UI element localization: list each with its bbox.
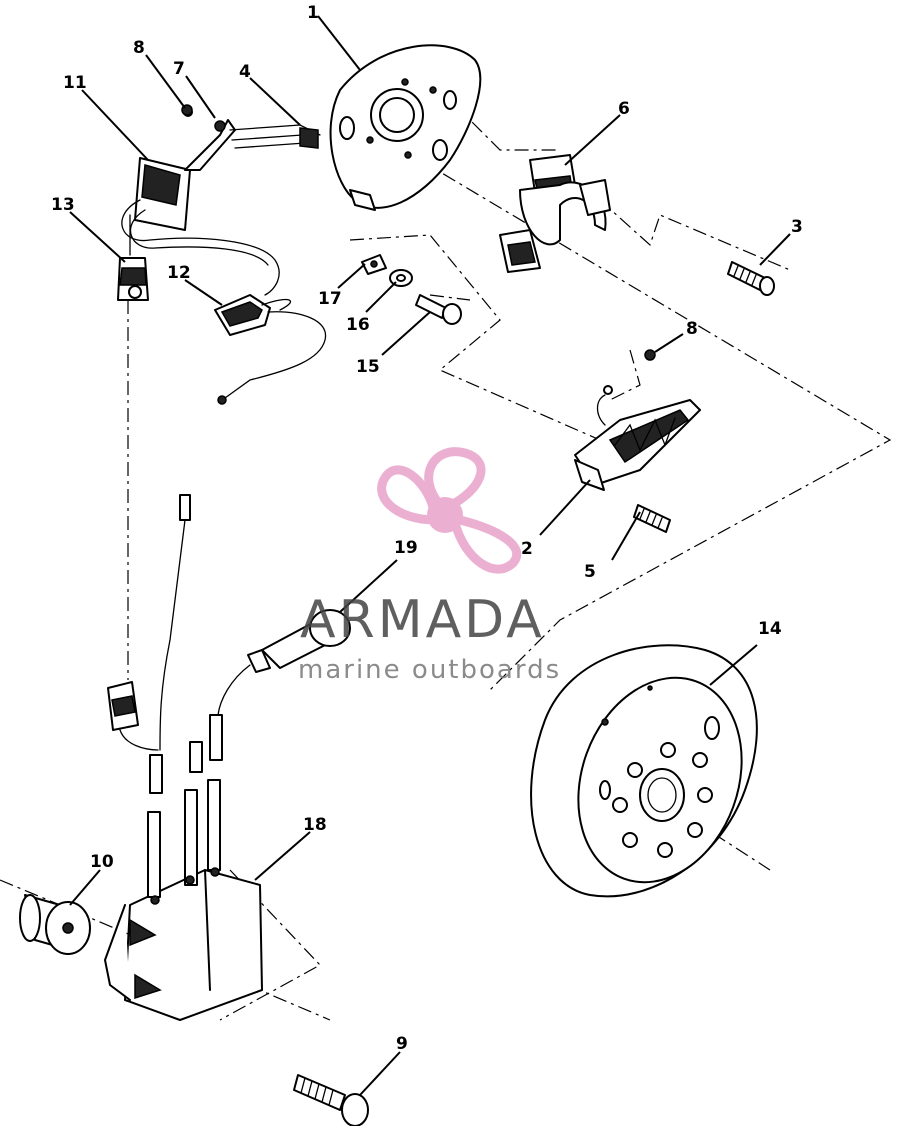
screw-5 (633, 504, 671, 533)
propeller-blade-top (424, 447, 486, 510)
part-label-19: 19 (394, 538, 418, 558)
stator-plate (329, 44, 482, 211)
screw-3 (727, 261, 775, 296)
watermark: ARMADA marine outboards (298, 447, 561, 685)
part-label-6: 6 (618, 99, 630, 119)
screw-15 (415, 294, 462, 325)
part-label-13: 13 (51, 195, 75, 215)
propeller-blade-left (377, 465, 441, 525)
part-label-8-lower: 8 (686, 319, 698, 339)
part-label-7: 7 (173, 59, 185, 79)
watermark-tagline: marine outboards (298, 655, 561, 685)
propeller-hub (427, 497, 463, 533)
part-label-12: 12 (167, 263, 191, 283)
screw-8-lower (644, 349, 656, 361)
ignition-coil (104, 714, 263, 1021)
watermark-name: ARMADA (300, 590, 545, 650)
part-label-17: 17 (318, 289, 342, 309)
assembly-lines (0, 119, 892, 1021)
part-number-labels: 1 2 3 4 5 6 7 8 8 9 10 11 12 13 14 15 16… (51, 3, 803, 1054)
part-label-10: 10 (90, 852, 114, 872)
bolt-9 (293, 1074, 369, 1126)
charge-coil (574, 385, 701, 491)
propeller-icon (377, 447, 522, 574)
connector-13 (117, 257, 149, 301)
coil-lead-connector (107, 494, 191, 751)
part-label-15: 15 (356, 357, 380, 377)
part-label-4: 4 (239, 62, 251, 82)
washer-17 (361, 254, 387, 275)
part-label-3: 3 (791, 217, 803, 237)
part-label-1: 1 (307, 3, 319, 23)
part-label-5: 5 (584, 562, 596, 582)
part-label-9: 9 (396, 1034, 408, 1054)
part-label-18: 18 (303, 815, 327, 835)
part-label-16: 16 (346, 315, 370, 335)
part-label-14: 14 (758, 619, 782, 639)
leader-lines (69, 15, 791, 1096)
trigger-bracket (499, 154, 611, 273)
propeller-blade-right (449, 515, 522, 574)
part-label-2: 2 (521, 539, 533, 559)
spark-plug-cap (217, 609, 351, 716)
switch-box (134, 107, 236, 231)
flywheel (530, 644, 758, 898)
part-label-11: 11 (63, 73, 87, 93)
part-label-8-upper: 8 (133, 38, 145, 58)
cap-10 (19, 894, 91, 955)
rectifier (214, 294, 327, 405)
wire-harness (121, 124, 321, 296)
